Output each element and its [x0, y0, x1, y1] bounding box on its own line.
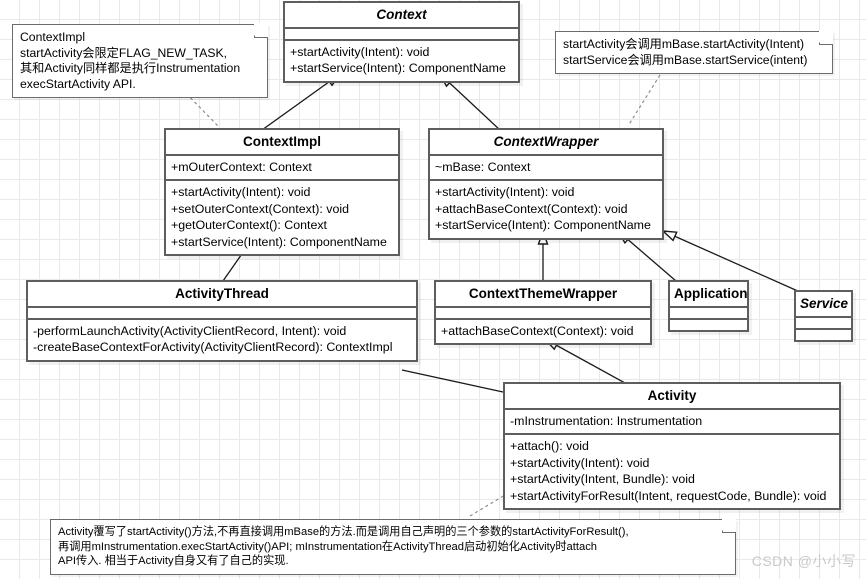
operation-row: +startService(Intent): ComponentName — [171, 234, 387, 249]
class-attributes-activity: -mInstrumentation: Instrumentation — [505, 410, 839, 433]
operation-row: +attach(): void — [510, 439, 589, 454]
note-line: API传入. 相当于Activity自身又有了自己的实现. — [58, 555, 289, 568]
operation-row: +startActivity(Intent): void — [510, 455, 650, 470]
class-box-activity[interactable]: Activity -mInstrumentation: Instrumentat… — [503, 382, 841, 511]
class-operations-activity: +attach(): void +startActivity(Intent): … — [505, 435, 839, 508]
operation-row: +attachBaseContext(Context): void — [441, 324, 634, 338]
class-attributes-context — [285, 29, 518, 39]
operation-row: -performLaunchActivity(ActivityClientRec… — [33, 324, 347, 338]
operation-row: +setOuterContext(Context): void — [171, 201, 350, 216]
class-operations-contextimpl: +startActivity(Intent): void +setOuterCo… — [166, 181, 398, 254]
class-operations-activitythread: -performLaunchActivity(ActivityClientRec… — [28, 320, 416, 360]
class-operations-application — [670, 320, 747, 330]
class-name-service: Service — [800, 296, 849, 311]
compartment-separator — [796, 328, 851, 330]
class-attributes-contextimpl: +mOuterContext: Context — [166, 156, 398, 179]
note-line: startActivity会限定FLAG_NEW_TASK, — [20, 45, 227, 60]
operation-row: +startService(Intent): ComponentName — [290, 61, 506, 76]
class-attributes-service — [796, 318, 851, 328]
class-attributes-contextwrapper: ~mBase: Context — [430, 156, 662, 179]
compartment-separator — [436, 318, 650, 320]
compartment-separator — [670, 318, 747, 320]
attribute-row: ~mBase: Context — [435, 160, 531, 174]
class-name-application: Application — [674, 286, 748, 301]
class-box-application[interactable]: Application — [668, 280, 749, 332]
compartment-separator — [436, 306, 650, 308]
operation-row: +getOuterContext(): Context — [171, 218, 327, 233]
class-name-activity: Activity — [647, 388, 697, 403]
note-fold-corner-icon — [819, 30, 833, 45]
note-fold-corner-icon — [722, 518, 736, 533]
attribute-row: -mInstrumentation: Instrumentation — [510, 414, 703, 428]
operation-row: +startActivity(Intent): void — [171, 185, 311, 200]
class-box-contextimpl[interactable]: ContextImpl +mOuterContext: Context +sta… — [164, 128, 400, 257]
class-name-contextwrapper: ContextWrapper — [493, 134, 599, 149]
compartment-separator — [430, 154, 662, 156]
note-line: Activity覆写了startActivity()方法,不再直接调用mBase… — [58, 526, 629, 538]
compartment-separator — [28, 318, 416, 320]
compartment-separator — [796, 316, 851, 318]
compartment-separator — [285, 27, 518, 29]
note-activity: Activity覆写了startActivity()方法,不再直接调用mBase… — [50, 518, 736, 575]
class-operations-service — [796, 330, 851, 340]
class-box-activitythread[interactable]: ActivityThread -performLaunchActivity(Ac… — [26, 280, 418, 362]
note-line: startService会调用mBase.startService(intent… — [563, 52, 808, 67]
operation-row: +startActivity(Intent): void — [290, 45, 430, 59]
compartment-separator — [166, 154, 398, 156]
compartment-separator — [670, 306, 747, 308]
class-box-service[interactable]: Service — [794, 290, 853, 342]
note-anchor-contextwrapper — [627, 74, 661, 127]
compartment-separator — [166, 179, 398, 182]
compartment-separator — [505, 433, 839, 436]
compartment-separator — [28, 306, 416, 308]
class-box-context[interactable]: Context +startActivity(Intent): void +st… — [283, 1, 520, 83]
note-line: 再调用mInstrumentation.execStartActivity()A… — [58, 540, 598, 553]
note-fold-corner-icon — [254, 23, 268, 38]
edge-activitythread-to-activity — [401, 369, 504, 393]
class-box-contextwrapper[interactable]: ContextWrapper ~mBase: Context +startAct… — [428, 128, 664, 240]
class-name-activitythread: ActivityThread — [175, 286, 269, 301]
note-line: startActivity会调用mBase.startActivity(Inte… — [563, 37, 805, 51]
operation-row: +startService(Intent): ComponentName — [435, 218, 651, 233]
compartment-separator — [285, 39, 518, 41]
operation-row: +startActivityForResult(Intent, requestC… — [510, 488, 827, 503]
class-name-contextimpl: ContextImpl — [242, 134, 321, 149]
compartment-separator — [505, 408, 839, 410]
note-contextwrapper: startActivity会调用mBase.startActivity(Inte… — [555, 30, 833, 75]
operation-row: +attachBaseContext(Context): void — [435, 201, 628, 216]
class-name-contextthemewrapper: ContextThemeWrapper — [468, 286, 618, 301]
class-operations-contextthemewrapper: +attachBaseContext(Context): void — [436, 320, 650, 343]
note-line: 其和Activity同样都是执行Instrumentation — [20, 61, 241, 76]
note-contextimpl: ContextImpl startActivity会限定FLAG_NEW_TAS… — [12, 23, 268, 99]
operation-row: -createBaseContextForActivity(ActivityCl… — [33, 340, 393, 355]
class-operations-context: +startActivity(Intent): void +startServi… — [285, 41, 518, 81]
compartment-separator — [430, 179, 662, 182]
class-name-context: Context — [376, 7, 427, 22]
class-operations-contextwrapper: +startActivity(Intent): void +attachBase… — [430, 181, 662, 237]
class-attributes-application — [670, 308, 747, 318]
class-attributes-activitythread — [28, 308, 416, 318]
class-attributes-contextthemewrapper — [436, 308, 650, 318]
csdn-watermark: CSDN @小小写 — [751, 553, 856, 569]
operation-row: +startActivity(Intent): void — [435, 185, 575, 200]
note-line: execStartActivity API. — [20, 76, 136, 91]
edge-activity-to-contextthemewrapper — [545, 339, 626, 384]
note-anchor-activity — [469, 494, 506, 517]
class-box-contextthemewrapper[interactable]: ContextThemeWrapper +attachBaseContext(C… — [434, 280, 652, 346]
note-line: ContextImpl — [20, 30, 86, 44]
operation-row: +startActivity(Intent, Bundle): void — [510, 472, 695, 487]
attribute-row: +mOuterContext: Context — [171, 160, 312, 174]
